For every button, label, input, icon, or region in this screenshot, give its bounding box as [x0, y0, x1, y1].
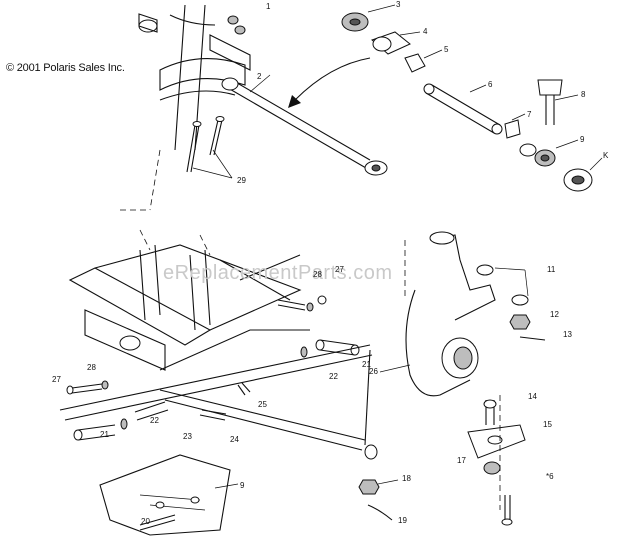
frame-and-a-arm: [59, 229, 378, 536]
callout-1: 1: [266, 2, 271, 11]
callout-27-left: 27: [52, 375, 61, 384]
callout-12: 12: [550, 310, 559, 319]
callout-23: 23: [183, 432, 192, 441]
callout-11: 11: [547, 265, 556, 274]
callout-4: 4: [423, 27, 428, 36]
callout-15: 15: [543, 420, 552, 429]
callout-28-right: 28: [313, 270, 322, 279]
callout-17: 17: [457, 456, 466, 465]
callout-9: 9: [580, 135, 585, 144]
callout-29: 29: [237, 176, 246, 185]
callout-22-left: 22: [150, 416, 159, 425]
callout-5: 5: [444, 45, 449, 54]
callout-9-skid: 9: [240, 481, 245, 490]
callout-18: 18: [402, 474, 411, 483]
callout-6: 6: [488, 80, 493, 89]
callout-21-left: 21: [100, 430, 109, 439]
callout-13: 13: [563, 330, 572, 339]
copyright-notice: © 2001 Polaris Sales Inc.: [6, 62, 125, 74]
callout-19: 19: [398, 516, 407, 525]
spindle-and-ball-joint: [358, 231, 546, 526]
callout-27-right: 27: [335, 265, 344, 274]
callout-14: 14: [528, 392, 537, 401]
callout-7: 7: [527, 110, 532, 119]
callout-26: 26: [369, 367, 378, 376]
watermark: eReplacementParts.com: [163, 262, 393, 284]
callout-8: 8: [581, 90, 586, 99]
callout-22-right: 22: [329, 372, 338, 381]
callout-28-left: 28: [87, 363, 96, 372]
callout-25: 25: [258, 400, 267, 409]
callout-24: 24: [230, 435, 239, 444]
callout-2: 2: [257, 72, 262, 81]
callout-k: K: [603, 151, 609, 160]
callout-3: 3: [396, 0, 401, 9]
callout-16: *6: [546, 472, 554, 481]
frame-post-assembly: [120, 4, 388, 211]
callout-21-right: 21: [362, 360, 371, 369]
callout-20: 20: [141, 517, 150, 526]
tie-rod-end-parts: [341, 4, 603, 192]
